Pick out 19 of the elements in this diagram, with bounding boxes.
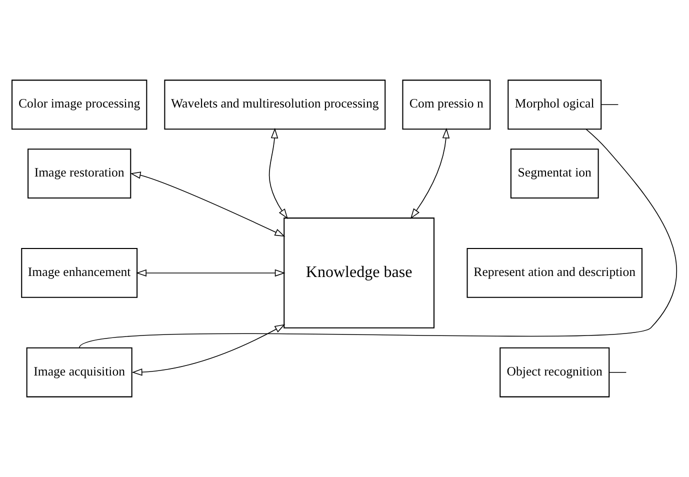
node-box: Image restoration: [28, 148, 132, 199]
connector: [608, 372, 627, 373]
node-box: Wavelets and multiresolution processing: [164, 80, 386, 130]
node-box: Represent ation and description: [466, 248, 642, 298]
arrow: [268, 128, 288, 220]
node-box: Morphol ogical: [508, 80, 602, 130]
connector: [600, 104, 619, 106]
node-box: Image acquisition: [26, 347, 132, 398]
node-box: Knowledge base: [284, 218, 435, 328]
arrow: [410, 128, 450, 219]
connector: [78, 128, 678, 348]
node-box: Object recognition: [500, 347, 610, 398]
arrow: [132, 324, 286, 376]
node-box: Segmentat ion: [510, 148, 599, 199]
node-box: Com pressio n: [402, 80, 491, 130]
node-box: Color image processing: [12, 80, 148, 130]
node-box: Image enhancement: [21, 248, 138, 298]
arrow: [130, 172, 286, 237]
arrow: [136, 269, 286, 277]
